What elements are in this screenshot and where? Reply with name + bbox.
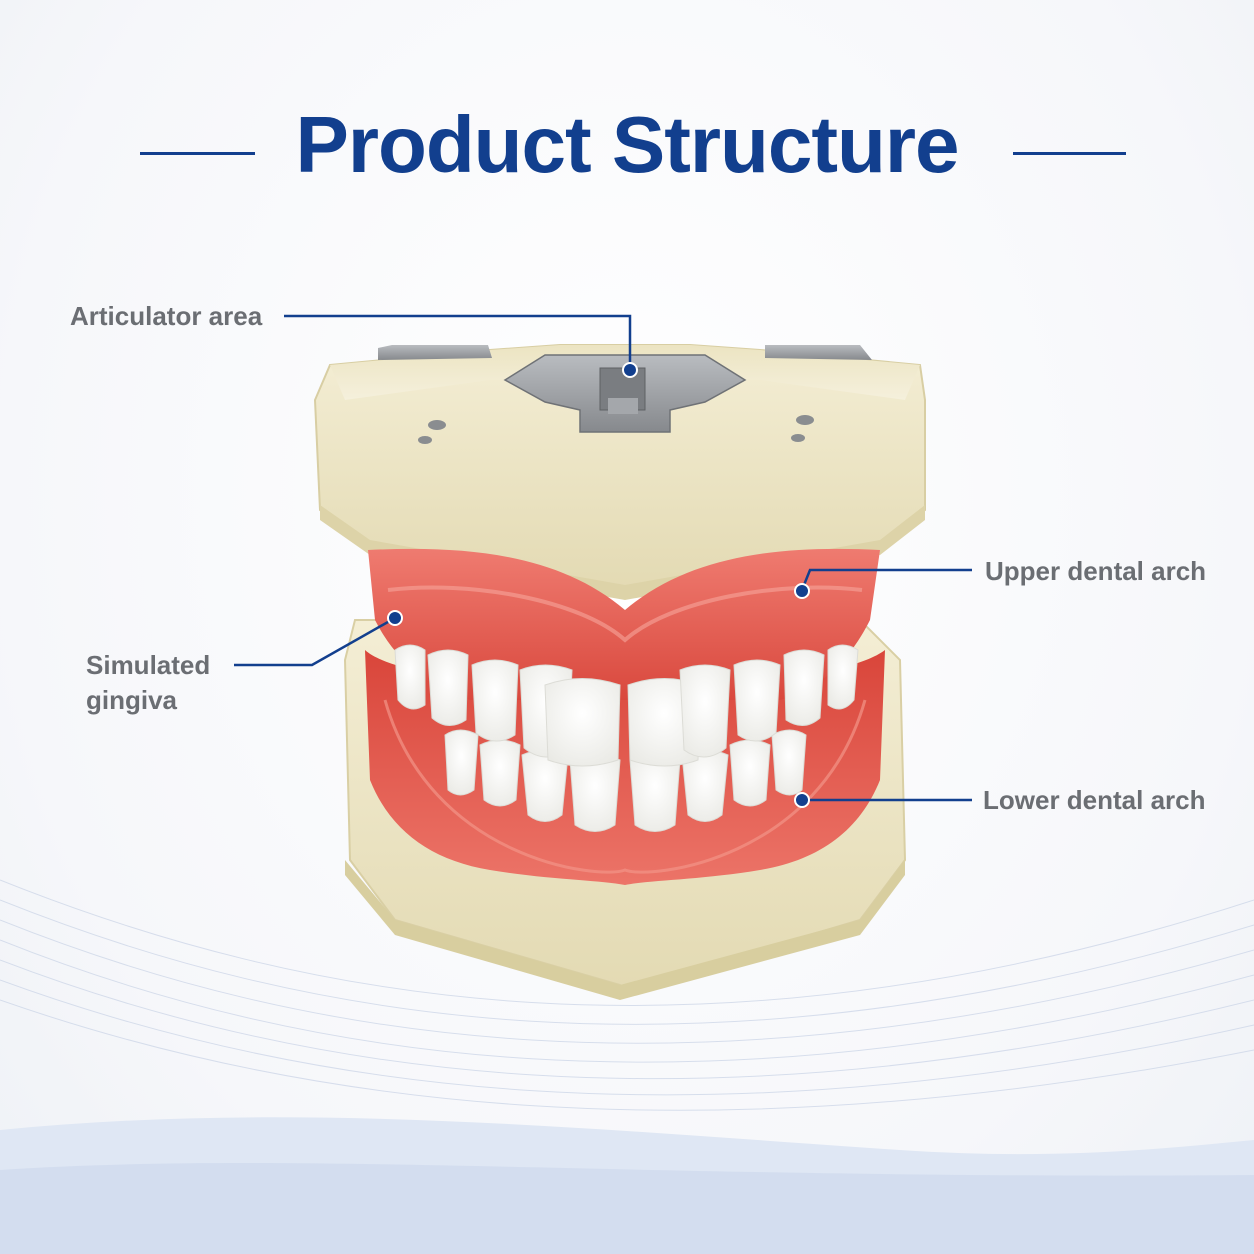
- articulator-marker: [622, 362, 638, 378]
- articulator-leader: [284, 314, 632, 368]
- label-lower-dental-arch: Lower dental arch: [983, 785, 1206, 815]
- gingiva-marker: [387, 610, 403, 626]
- label-articulator-area: Articulator area: [70, 301, 263, 331]
- title-rule-left: [140, 152, 255, 155]
- upper-arch-marker: [794, 583, 810, 599]
- upper-teeth: [394, 644, 859, 767]
- label-simulated: Simulated: [86, 650, 211, 680]
- label-gingiva: gingiva: [86, 685, 178, 715]
- lower-arch-marker: [794, 792, 810, 808]
- lower-teeth: [444, 729, 807, 832]
- title-rule-right: [1013, 152, 1126, 155]
- articulator-hardware: [378, 345, 872, 433]
- gingiva-leader: [234, 616, 396, 667]
- label-upper-dental-arch: Upper dental arch: [985, 556, 1207, 586]
- page-title: Product Structure: [295, 100, 959, 189]
- upper-arch-leader: [800, 568, 972, 591]
